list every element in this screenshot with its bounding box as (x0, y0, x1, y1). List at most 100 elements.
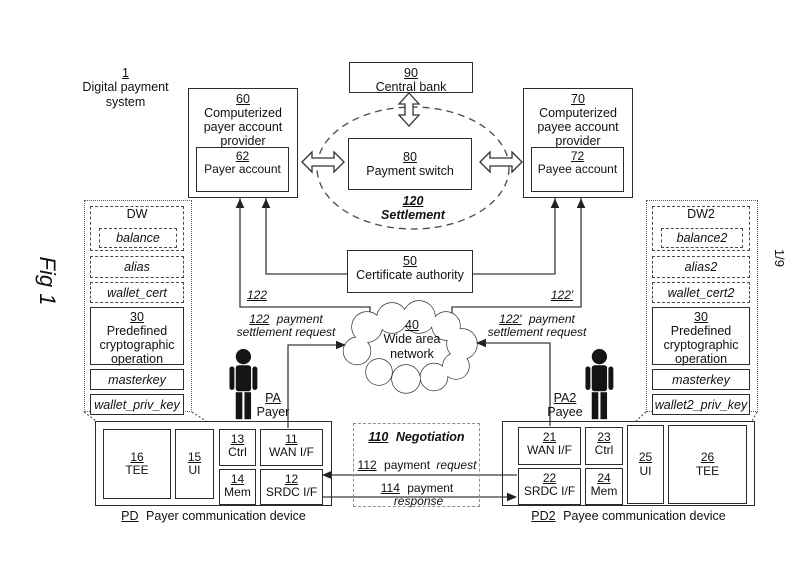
ctrl13-ref: 13 (230, 432, 245, 446)
system-name: Digital payment system (82, 80, 169, 109)
mem24-label: Mem (590, 484, 618, 499)
payer-ref: PA (265, 391, 281, 405)
payee-device-caption: PD2 Payee communication device (502, 509, 755, 523)
ref-122p-label: 122' (550, 288, 574, 302)
dw-group-box: DW balance (90, 206, 184, 251)
wan11-label: WAN I/F (269, 445, 314, 460)
srdc22-label: SRDC I/F (523, 484, 576, 499)
wan-label: 40 Wide area network (370, 318, 454, 361)
arrowheads (235, 198, 586, 502)
payer-device-ref: PD (121, 509, 139, 523)
dw-title: DW (126, 207, 148, 221)
payer-device-caption: PD Payer communication device (95, 509, 332, 523)
payee-device-ref: PD2 (531, 509, 556, 523)
payee-actor-label: PA2 Payee (542, 391, 588, 420)
mem14-label: Mem (224, 485, 251, 500)
arrow-up-122p-icon (576, 198, 586, 208)
payment-response-ref: 114 (380, 481, 400, 495)
settlement-ref: 120 (402, 194, 424, 208)
wallet-priv-key-box: wallet_priv_key (90, 394, 184, 415)
tee26-ref: 26 (700, 450, 715, 465)
tee16-label: TEE (125, 463, 149, 477)
negotiation-name: Negotiation (395, 430, 465, 444)
payment-request-em: request (436, 458, 477, 472)
negotiation-title: 110 Negotiation (354, 430, 479, 444)
tee26-box: 26 TEE (668, 425, 747, 504)
payment-request-pre: payment (384, 458, 431, 472)
payer-name: Payer (256, 405, 290, 420)
ui15-label: UI (188, 463, 201, 477)
mem24-ref: 24 (597, 471, 611, 485)
srdc22-box: 22 SRDC I/F (518, 468, 581, 505)
wan21-box: 21 WAN I/F (518, 427, 581, 465)
dw2-title: DW2 (687, 207, 715, 221)
mem14-ref: 14 (230, 472, 245, 486)
system-ref-number: 1 (122, 66, 129, 80)
payee-account-box: 72 Payee account (531, 147, 624, 192)
payee-wan-line (480, 342, 551, 426)
wan-ref: 40 (405, 318, 419, 332)
ctrl23-ref: 23 (597, 430, 611, 444)
arrow-into-cloud-left-icon (336, 340, 346, 350)
negotiation-box: 110 Negotiation 112 payment request 114 … (353, 423, 480, 509)
arrow-payment-response-icon (507, 492, 517, 502)
alias2-box: alias2 (652, 256, 750, 278)
ui25-box: 25 UI (627, 425, 664, 504)
masterkey2-box: masterkey (652, 369, 750, 390)
ui25-label: UI (639, 463, 652, 478)
settlement-request2-ref: 122' (499, 312, 522, 326)
balance2-box: balance2 (661, 228, 743, 248)
crypto-ref: 30 (130, 310, 144, 324)
ui25-ref: 25 (638, 450, 653, 465)
settlement-request2-text: payment settlement request (487, 312, 587, 340)
dw2-group-box: DW2 balance2 (652, 206, 750, 251)
mem14-box: 14 Mem (219, 469, 256, 505)
ctrl13-label: Ctrl (228, 445, 247, 460)
ca-to-payer-provider-line (265, 198, 347, 275)
crypto-operation-box: 30 Predefined cryptographic operation (90, 307, 184, 366)
payer-device-box: 16 TEE 15 UI 13 Ctrl 14 Mem 11 WAN I/F 1… (95, 421, 332, 506)
srdc12-label: SRDC I/F (265, 485, 318, 500)
masterkey-box: masterkey (90, 369, 184, 390)
settlement-request2-label: 122' payment settlement request (474, 312, 600, 340)
wallet2-priv-key-box: wallet2_priv_key (652, 394, 750, 415)
payee-provider-box: 70 Computerized payee account provider 7… (523, 88, 633, 198)
wan11-box: 11 WAN I/F (260, 429, 323, 466)
payment-switch-box: 80 Payment switch (348, 138, 472, 190)
wan-name: Wide area network (383, 332, 441, 361)
connector-lines (239, 198, 582, 498)
arrow-up-122-icon (235, 198, 245, 208)
payee-provider-label: Computerized payee account provider (537, 106, 619, 148)
balance-box: balance (99, 228, 177, 248)
payer-device-name: Payer communication device (146, 509, 306, 523)
sheet-number: 1/9 (772, 248, 787, 268)
ca-ref: 50 (403, 254, 417, 268)
wallet-cert2-box: wallet_cert2 (652, 282, 750, 303)
payment-switch-label: Payment switch (366, 164, 454, 178)
ref-122-label: 122 (246, 288, 268, 302)
payee-device-box: 21 WAN I/F 23 Ctrl 22 SRDC I/F 24 Mem 25… (502, 421, 755, 506)
crypto2-label: Predefined cryptographic operation (663, 324, 739, 366)
payee-device-name: Payee communication device (563, 509, 726, 523)
ca-label: Certificate authority (356, 268, 464, 282)
payment-response-pre: payment (407, 481, 454, 495)
wan11-ref: 11 (285, 432, 298, 446)
central-bank-box: 90 Central bank (349, 62, 473, 94)
payer-provider-ref: 60 (236, 92, 250, 106)
payee-name: Payee (547, 405, 583, 420)
arrow-payment-request-icon (322, 470, 332, 480)
tee16-ref: 16 (130, 449, 144, 464)
wallet-device-dotted-links (83, 411, 758, 422)
payment-response-em: response (393, 494, 444, 509)
payer-switch-double-arrow-icon (301, 150, 345, 174)
ui15-ref: 15 (187, 449, 202, 464)
crypto-operation2-box: 30 Predefined cryptographic operation (652, 307, 750, 366)
payer-account-label: Payer account (204, 162, 281, 177)
alias-box: alias (90, 256, 184, 278)
payment-response-label: 114 payment response (356, 481, 478, 509)
payee-ref: PA2 (553, 391, 577, 405)
payee-switch-double-arrow-icon (479, 150, 523, 174)
wan21-label: WAN I/F (527, 443, 572, 458)
ctrl23-box: 23 Ctrl (585, 427, 623, 465)
